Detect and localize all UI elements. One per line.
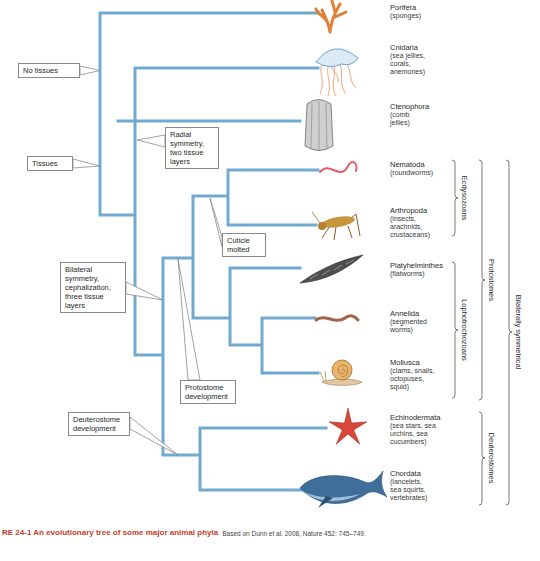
phylum-examples: (lancelets, sea squirts, vertebrates) bbox=[390, 478, 434, 502]
grasshopper-illustration bbox=[312, 212, 360, 240]
starfish-illustration bbox=[329, 408, 367, 444]
phylum-name: Platyhelminthes bbox=[390, 262, 443, 270]
phylum-name: Porifera bbox=[390, 4, 416, 12]
clade-label: Protostomes bbox=[487, 259, 496, 301]
callout-box: Protostome development bbox=[180, 380, 236, 404]
callout-box: Tissues bbox=[27, 156, 73, 171]
phylum-name: Cnidaria bbox=[390, 44, 418, 52]
jellyfish-bell bbox=[316, 49, 358, 67]
comb-jelly-body bbox=[305, 100, 333, 151]
whale-illustration bbox=[300, 471, 387, 508]
phylum-examples: (comb jellies) bbox=[390, 111, 420, 127]
phylum-name: Mollusca bbox=[390, 359, 420, 367]
phylum-examples: (insects, arachnids, crustaceans) bbox=[390, 215, 435, 239]
callout-text: Deuterostome development bbox=[73, 415, 125, 433]
snail-shell bbox=[332, 360, 352, 380]
source-note: Based on Dunn et al. 2008, Nature 452: 7… bbox=[222, 529, 365, 538]
clade-label: Ecdysozoans bbox=[460, 176, 469, 221]
phylum-name: Nematoda bbox=[390, 161, 425, 169]
phylum-name: Annelida bbox=[390, 310, 419, 318]
annelid-illustration bbox=[316, 316, 358, 320]
roundworm-illustration bbox=[320, 162, 356, 172]
callout-pointer bbox=[130, 417, 178, 455]
flatworm-illustration bbox=[300, 255, 363, 283]
callout-pointer bbox=[80, 66, 100, 75]
callout-pointer bbox=[178, 259, 200, 380]
whale-fin bbox=[318, 496, 333, 508]
phylum-examples: (roundworms) bbox=[390, 169, 460, 177]
clade-brackets bbox=[452, 160, 512, 505]
phylum-examples: (sponges) bbox=[390, 12, 460, 20]
snail-illustration bbox=[320, 360, 362, 385]
callout-text: Bilateral symmetry, cephalization, three… bbox=[65, 265, 121, 310]
callout-pointer bbox=[73, 159, 100, 168]
callout-text: Protostome development bbox=[185, 383, 231, 401]
phylum-examples: (clams, snails, octopuses, squid) bbox=[390, 367, 440, 391]
phylum-name: Arthropoda bbox=[390, 207, 427, 215]
phylum-name: Echinodermata bbox=[390, 414, 440, 422]
tree-branches bbox=[100, 13, 326, 490]
bracket bbox=[479, 412, 485, 505]
phylum-examples: (segmented worms) bbox=[390, 318, 435, 334]
flatworm-body bbox=[300, 255, 363, 283]
bracket bbox=[479, 160, 485, 400]
phylum-name: Chordata bbox=[390, 470, 421, 478]
grasshopper-head bbox=[318, 222, 326, 230]
jellyfish-illustration bbox=[316, 49, 358, 96]
callout-text: Radial symmetry, two tissue layers bbox=[170, 130, 214, 166]
clade-label: Bilaterally symmetrical bbox=[514, 295, 523, 370]
snail-tentacles bbox=[320, 371, 326, 381]
phylum-examples: (sea jellies, corals, anemones) bbox=[390, 52, 440, 76]
snail-spiral bbox=[338, 365, 347, 377]
phylum-name: Ctenophora bbox=[390, 103, 429, 111]
callout-box: Bilateral symmetry, cephalization, three… bbox=[60, 262, 126, 313]
figure-caption: RE 24-1 An evolutionary tree of some maj… bbox=[2, 528, 218, 537]
callout-pointer bbox=[137, 135, 165, 147]
callout-text: Cuticle molted bbox=[227, 236, 261, 254]
callout-box: No tissues bbox=[18, 63, 80, 78]
clade-label: Lophotrochozoans bbox=[460, 299, 469, 361]
clade-label: Deuterostomes bbox=[487, 433, 496, 484]
sponge-branches bbox=[316, 1, 346, 32]
phylum-examples: (flatworms) bbox=[390, 270, 460, 278]
callout-text: Tissues bbox=[32, 159, 68, 168]
callout-box: Radial symmetry, two tissue layers bbox=[165, 127, 219, 169]
callout-text: No tissues bbox=[23, 66, 75, 75]
grasshopper-antenna bbox=[312, 212, 320, 223]
whale-belly bbox=[304, 492, 360, 501]
flatworm-pattern bbox=[310, 260, 354, 279]
jellyfish-tentacles bbox=[320, 63, 356, 96]
callout-pointer bbox=[126, 282, 163, 300]
sponge-illustration bbox=[316, 1, 346, 32]
bracket bbox=[506, 160, 512, 505]
phylum-examples: (sea stars, sea urchins, sea cucumbers) bbox=[390, 422, 442, 446]
callout-box: Cuticle molted bbox=[222, 233, 266, 257]
bracket bbox=[452, 262, 458, 398]
whale-body bbox=[300, 471, 387, 504]
comb-jelly-illustration bbox=[305, 100, 333, 152]
comb-rows bbox=[311, 101, 327, 151]
bracket bbox=[452, 160, 458, 236]
callout-box: Deuterostome development bbox=[68, 412, 130, 436]
callout-pointer bbox=[210, 198, 222, 247]
